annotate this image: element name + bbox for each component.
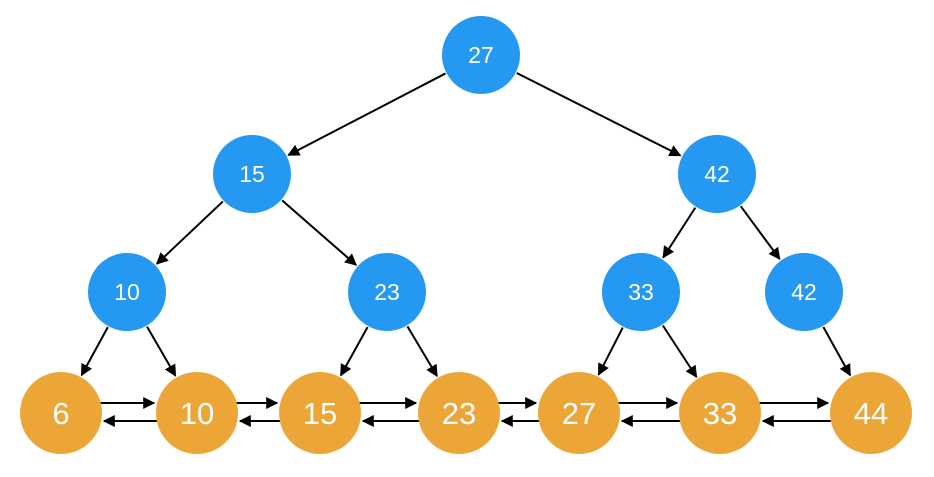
tree-edge-n-23-to-leaf-15 <box>339 326 369 377</box>
tree-edge-n-23-to-leaf-23 <box>406 325 438 378</box>
tree-edge-n-15-to-n-10 <box>155 200 224 265</box>
internal-node-42: 42 <box>678 135 756 213</box>
tree-edge-root-27-to-n-15 <box>287 72 446 156</box>
leaf-node-33: 33 <box>679 372 761 454</box>
internal-node-circle <box>88 253 166 331</box>
tree-edge-n-10-to-leaf-6 <box>80 326 109 377</box>
tree-edge-n-42-to-n-33 <box>662 207 697 259</box>
internal-node-15: 15 <box>213 135 291 213</box>
leaf-node-44: 44 <box>830 372 912 454</box>
leaf-node-circle <box>830 372 912 454</box>
internal-node-10: 10 <box>88 253 166 331</box>
internal-node-circle <box>678 135 756 213</box>
tree-edge-root-27-to-n-42 <box>516 72 682 157</box>
internal-node-23: 23 <box>348 253 426 331</box>
tree-edge-n-10-to-leaf-10 <box>146 326 177 377</box>
leaf-node-6: 6 <box>20 372 102 454</box>
leaf-node-circle <box>156 372 238 454</box>
tree-edge-n-15-to-n-23 <box>281 199 358 266</box>
internal-node-circle <box>348 253 426 331</box>
tree-edge-n-42-to-n-42b <box>739 205 781 260</box>
leaf-node-23: 23 <box>418 372 500 454</box>
internal-node-27: 27 <box>442 16 520 94</box>
leaf-node-15: 15 <box>279 372 361 454</box>
internal-node-circle <box>213 135 291 213</box>
leaf-node-circle <box>679 372 761 454</box>
leaf-node-10: 10 <box>156 372 238 454</box>
tree-edge-n-33-to-leaf-33 <box>662 324 698 378</box>
edges-layer <box>80 72 852 427</box>
internal-node-circle <box>765 253 843 331</box>
leaf-node-circle <box>279 372 361 454</box>
tree-edge-n-42b-to-leaf-44 <box>822 326 852 377</box>
internal-node-circle <box>442 16 520 94</box>
leaf-node-circle <box>20 372 102 454</box>
internal-node-42: 42 <box>765 253 843 331</box>
internal-node-33: 33 <box>602 253 680 331</box>
leaf-node-circle <box>418 372 500 454</box>
leaf-node-circle <box>538 372 620 454</box>
internal-node-circle <box>602 253 680 331</box>
leaf-node-27: 27 <box>538 372 620 454</box>
tree-edge-n-33-to-leaf-27 <box>597 327 624 376</box>
